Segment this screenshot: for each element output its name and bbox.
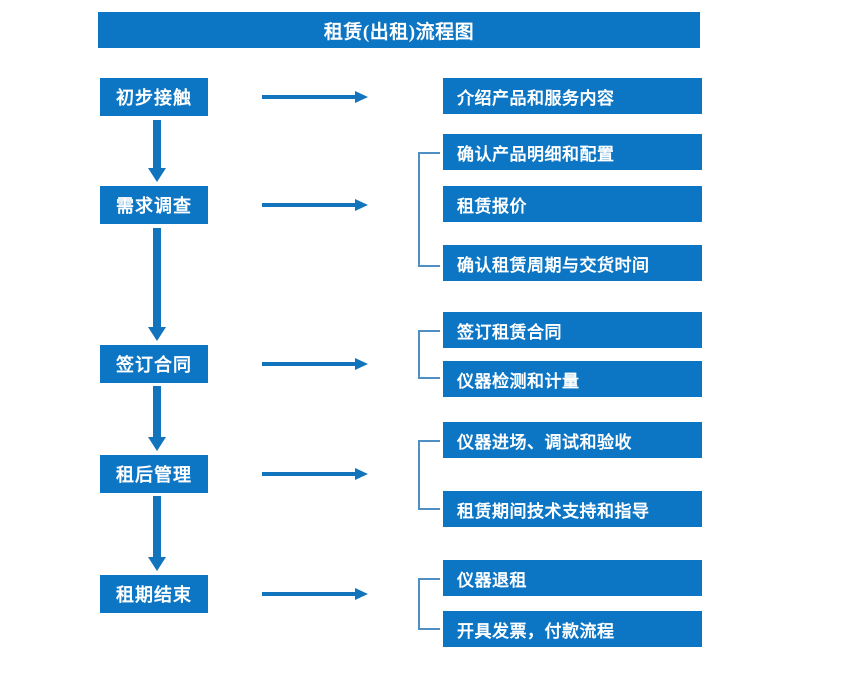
page-title: 租赁(出租)流程图 [98, 12, 700, 48]
stage-box-2[interactable]: 需求调查 [100, 186, 208, 224]
detail-box-5[interactable]: 签订租赁合同 [443, 312, 702, 348]
bracket-group-2 [418, 152, 440, 267]
vertical-arrow-3 [148, 386, 166, 451]
horizontal-arrow-5 [262, 587, 368, 601]
bracket-group-3 [418, 330, 440, 379]
vertical-arrow-1 [148, 120, 166, 182]
horizontal-arrow-4 [262, 467, 368, 481]
detail-box-1[interactable]: 介绍产品和服务内容 [443, 78, 702, 114]
bracket-group-5 [418, 578, 440, 630]
detail-box-6[interactable]: 仪器检测和计量 [443, 361, 702, 397]
detail-box-10[interactable]: 开具发票，付款流程 [443, 611, 702, 647]
horizontal-arrow-1 [262, 90, 368, 104]
detail-box-4[interactable]: 确认租赁周期与交货时间 [443, 245, 702, 281]
detail-box-2[interactable]: 确认产品明细和配置 [443, 134, 702, 170]
bracket-group-4 [418, 440, 440, 510]
vertical-arrow-4 [148, 496, 166, 571]
vertical-arrow-2 [148, 228, 166, 341]
stage-box-3[interactable]: 签订合同 [100, 345, 208, 383]
stage-box-5[interactable]: 租期结束 [100, 575, 208, 613]
detail-box-8[interactable]: 租赁期间技术支持和指导 [443, 491, 702, 527]
detail-box-7[interactable]: 仪器进场、调试和验收 [443, 422, 702, 458]
stage-box-1[interactable]: 初步接触 [100, 78, 208, 116]
horizontal-arrow-3 [262, 357, 368, 371]
stage-box-4[interactable]: 租后管理 [100, 455, 208, 493]
detail-box-9[interactable]: 仪器退租 [443, 560, 702, 596]
detail-box-3[interactable]: 租赁报价 [443, 186, 702, 222]
horizontal-arrow-2 [262, 198, 368, 212]
